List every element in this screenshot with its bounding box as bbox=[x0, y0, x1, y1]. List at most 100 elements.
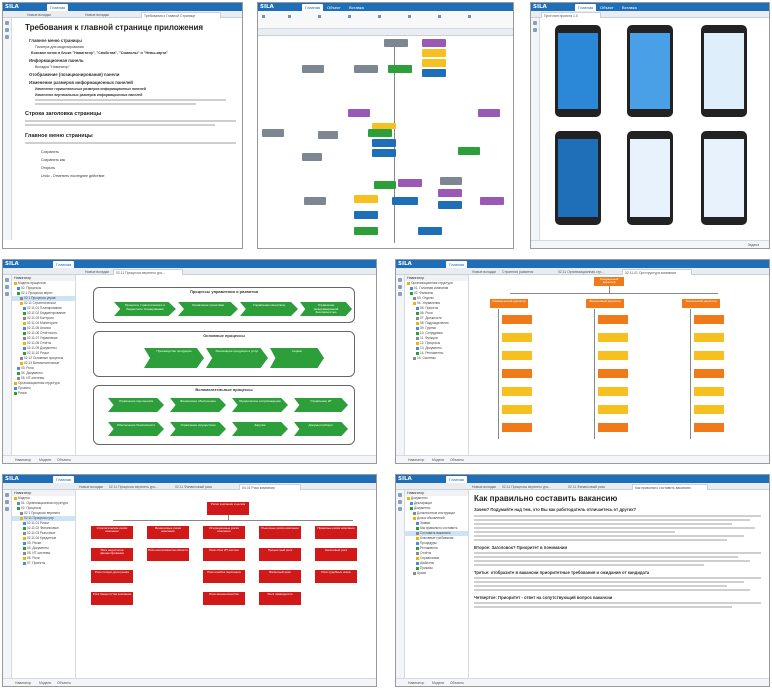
process-node[interactable] bbox=[438, 189, 462, 197]
org-node[interactable] bbox=[598, 423, 628, 432]
tree-item[interactable]: 02.11.05 Анализ bbox=[12, 326, 75, 331]
org-node[interactable] bbox=[694, 369, 724, 378]
tree-item[interactable]: Отчёты bbox=[405, 551, 468, 556]
doc-tab[interactable]: Новые вкладки bbox=[85, 270, 109, 274]
tree-item[interactable]: 01. Головная компания bbox=[405, 286, 468, 291]
tree-item[interactable]: 13. Документы bbox=[405, 346, 468, 351]
process-node[interactable] bbox=[422, 69, 446, 77]
org-root-node[interactable]: Генеральный директор bbox=[594, 277, 624, 286]
tree-item[interactable]: 05. ИТ-системы bbox=[12, 376, 75, 381]
tree-item[interactable]: Документы bbox=[405, 496, 468, 501]
tree-item[interactable]: 15. Системы bbox=[405, 356, 468, 361]
tree-item[interactable]: 02. Процессы bbox=[12, 286, 75, 291]
symbols-icon[interactable] bbox=[5, 507, 9, 511]
process-node[interactable] bbox=[458, 147, 480, 155]
diagram-canvas[interactable] bbox=[258, 37, 513, 248]
process-node[interactable] bbox=[304, 197, 326, 205]
tree-item[interactable]: 06. Роли bbox=[12, 556, 75, 561]
tree-item[interactable]: Справочники bbox=[405, 556, 468, 561]
tree-item[interactable]: 03. Отделы bbox=[405, 296, 468, 301]
tree-item[interactable]: 05. ИТ-системы bbox=[12, 551, 75, 556]
process-chevron[interactable]: Сервис bbox=[270, 348, 324, 368]
tree-item[interactable]: 02.11.03 Контроль bbox=[12, 316, 75, 321]
doc-tab-active[interactable]: 02.11 Процессы верхнего уро... bbox=[113, 269, 183, 275]
props-icon[interactable] bbox=[533, 28, 537, 32]
tree-item[interactable]: 02.11.04 Кредитные bbox=[12, 536, 75, 541]
process-node[interactable] bbox=[418, 227, 442, 235]
ribbon-button[interactable] bbox=[348, 14, 352, 18]
process-node[interactable] bbox=[354, 195, 378, 203]
tree-item[interactable]: Проекты bbox=[12, 386, 75, 391]
process-chevron[interactable]: Управление персоналом bbox=[108, 398, 164, 412]
status-tab[interactable]: Модели bbox=[432, 458, 445, 462]
doc-tab[interactable]: Новые вкладки bbox=[472, 485, 496, 489]
doc-tab-active[interactable]: 04.01 Риск компании bbox=[239, 484, 301, 490]
symbols-icon[interactable] bbox=[398, 507, 402, 511]
tree-item[interactable]: 02.11.01 Риски bbox=[12, 521, 75, 526]
org-node[interactable] bbox=[694, 405, 724, 414]
tree-item[interactable]: Модель процессов bbox=[12, 281, 75, 286]
ribbon-tab-home[interactable]: Главная bbox=[302, 4, 324, 11]
tree-item[interactable]: 03. Риски bbox=[12, 541, 75, 546]
process-chevron[interactable]: Обеспечение безопасности bbox=[108, 422, 164, 436]
process-chevron[interactable]: Управление проектами bbox=[178, 302, 238, 316]
tree-item[interactable]: 01. Организационная структура bbox=[12, 501, 75, 506]
process-chevron[interactable]: Производство продукции bbox=[144, 348, 204, 368]
process-node[interactable] bbox=[398, 179, 422, 187]
org-node[interactable] bbox=[598, 387, 628, 396]
tree-item[interactable]: Шаблоны bbox=[405, 561, 468, 566]
tree-item[interactable]: 02. Процессы bbox=[12, 506, 75, 511]
process-node[interactable] bbox=[354, 227, 378, 235]
tree-item[interactable]: 02.11.02 Финансовые bbox=[12, 526, 75, 531]
process-node[interactable] bbox=[302, 153, 322, 161]
org-node[interactable] bbox=[502, 315, 532, 324]
risk-node[interactable]: Риск банкротства компании bbox=[91, 592, 133, 605]
tree-item[interactable]: Приказы bbox=[405, 566, 468, 571]
tree-item[interactable]: 11. Функции bbox=[405, 336, 468, 341]
risk-node[interactable]: Риск недостатка финансирования bbox=[91, 548, 133, 561]
risk-node[interactable]: Процентный риск bbox=[259, 548, 301, 561]
status-tab[interactable]: Модели bbox=[39, 681, 52, 685]
org-node[interactable] bbox=[502, 333, 532, 342]
process-node[interactable] bbox=[302, 65, 324, 73]
tree-item[interactable]: 02.11.08 Отчёты bbox=[12, 341, 75, 346]
tree-item[interactable]: 14. Регламенты bbox=[405, 351, 468, 356]
props-icon[interactable] bbox=[398, 500, 402, 504]
tree-item[interactable]: 02.11.06 Отчётность bbox=[12, 331, 75, 336]
status-tab[interactable]: Объекты bbox=[57, 681, 71, 685]
group-box[interactable]: Вспомогательные процессы Управление перс… bbox=[93, 385, 355, 445]
org-node[interactable] bbox=[502, 423, 532, 432]
process-chevron[interactable]: Документооборот bbox=[294, 422, 348, 436]
tree-item[interactable]: 10. Сотрудники bbox=[405, 331, 468, 336]
nav-icon[interactable] bbox=[533, 21, 537, 25]
process-chevron[interactable]: Финансовое обеспечение bbox=[170, 398, 226, 412]
status-tab[interactable]: Объекты bbox=[57, 458, 71, 462]
risk-node[interactable]: Правовые риски компании bbox=[315, 526, 357, 539]
process-node[interactable] bbox=[480, 197, 504, 205]
tree-item[interactable]: Декларации bbox=[405, 501, 468, 506]
ribbon-tab-object[interactable]: Объект bbox=[327, 5, 341, 10]
process-chevron[interactable]: Процессы стратегического и бюджетного пл… bbox=[114, 302, 176, 316]
risk-node[interactable]: Операционные риски компании bbox=[203, 526, 245, 539]
tree-item[interactable]: 02.11.03 Рыночные bbox=[12, 531, 75, 536]
process-node[interactable] bbox=[354, 65, 378, 73]
risk-node[interactable]: Стратегические риски компании bbox=[91, 526, 133, 539]
tree-item[interactable]: Архив bbox=[405, 571, 468, 576]
process-chevron[interactable]: Реализация продукции и услуг bbox=[206, 348, 268, 368]
tree-item[interactable]: Ключевые требования bbox=[405, 536, 468, 541]
tree-item[interactable]: Как правильно составить bbox=[405, 526, 468, 531]
ribbon-button[interactable] bbox=[262, 14, 266, 18]
tree-item[interactable]: Должностные инструкции bbox=[405, 511, 468, 516]
tree-item[interactable]: 07. Должности bbox=[405, 316, 468, 321]
org-node[interactable]: Финансовый директор bbox=[586, 299, 624, 308]
tree-item[interactable]: Составить вакансию bbox=[405, 531, 468, 536]
doc-tab[interactable]: 02.11 Финансовый риск bbox=[175, 485, 212, 489]
tree-item[interactable]: Заявки bbox=[405, 521, 468, 526]
tree-item[interactable]: Доска объявлений bbox=[405, 516, 468, 521]
tree-item[interactable]: Документы bbox=[405, 506, 468, 511]
tree-item[interactable]: Модели bbox=[12, 496, 75, 501]
process-node[interactable] bbox=[392, 197, 418, 205]
tree-item[interactable]: 09. Группы bbox=[405, 326, 468, 331]
ribbon-button[interactable] bbox=[318, 14, 322, 18]
tree-item[interactable]: Риски bbox=[12, 391, 75, 396]
